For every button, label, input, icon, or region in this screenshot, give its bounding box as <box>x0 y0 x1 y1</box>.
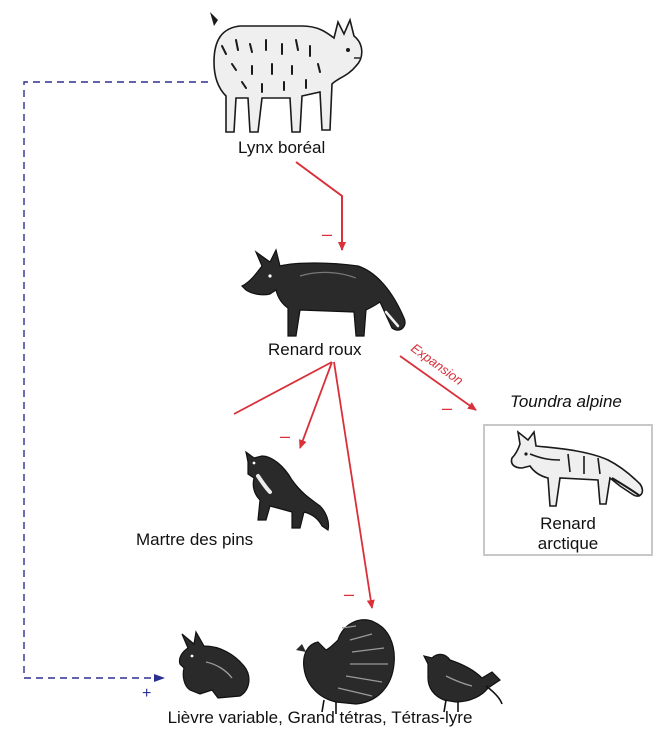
edge-red-fox-to-prey <box>334 362 372 608</box>
sign-fox-to-arctic: – <box>442 398 452 418</box>
sign-fox-to-prey: – <box>344 584 354 604</box>
sign-fox-to-marten: – <box>280 426 290 446</box>
capercaillie-icon <box>296 620 394 714</box>
arctic-fox-label-line1: Renard <box>513 514 623 534</box>
sign-lynx-to-prey: + <box>142 685 151 702</box>
marten-label: Martre des pins <box>136 530 253 550</box>
red-fox-label: Renard roux <box>268 340 362 360</box>
alpine-tundra-label: Toundra alpine <box>510 392 622 412</box>
red-fox-icon <box>242 250 405 336</box>
edge-lynx-to-red-fox <box>296 162 342 250</box>
black-grouse-icon <box>424 654 502 712</box>
expansion-label: Expansion <box>408 340 466 388</box>
sign-lynx-to-fox: – <box>322 224 332 244</box>
arctic-fox-label-line2: arctique <box>513 534 623 554</box>
lynx-label: Lynx boréal <box>238 138 325 158</box>
prey-label: Lièvre variable, Grand tétras, Tétras-ly… <box>60 708 580 728</box>
marten-icon <box>246 452 329 530</box>
hare-icon <box>179 632 248 698</box>
edge-lynx-to-prey <box>24 82 208 678</box>
lynx-icon <box>210 12 362 132</box>
